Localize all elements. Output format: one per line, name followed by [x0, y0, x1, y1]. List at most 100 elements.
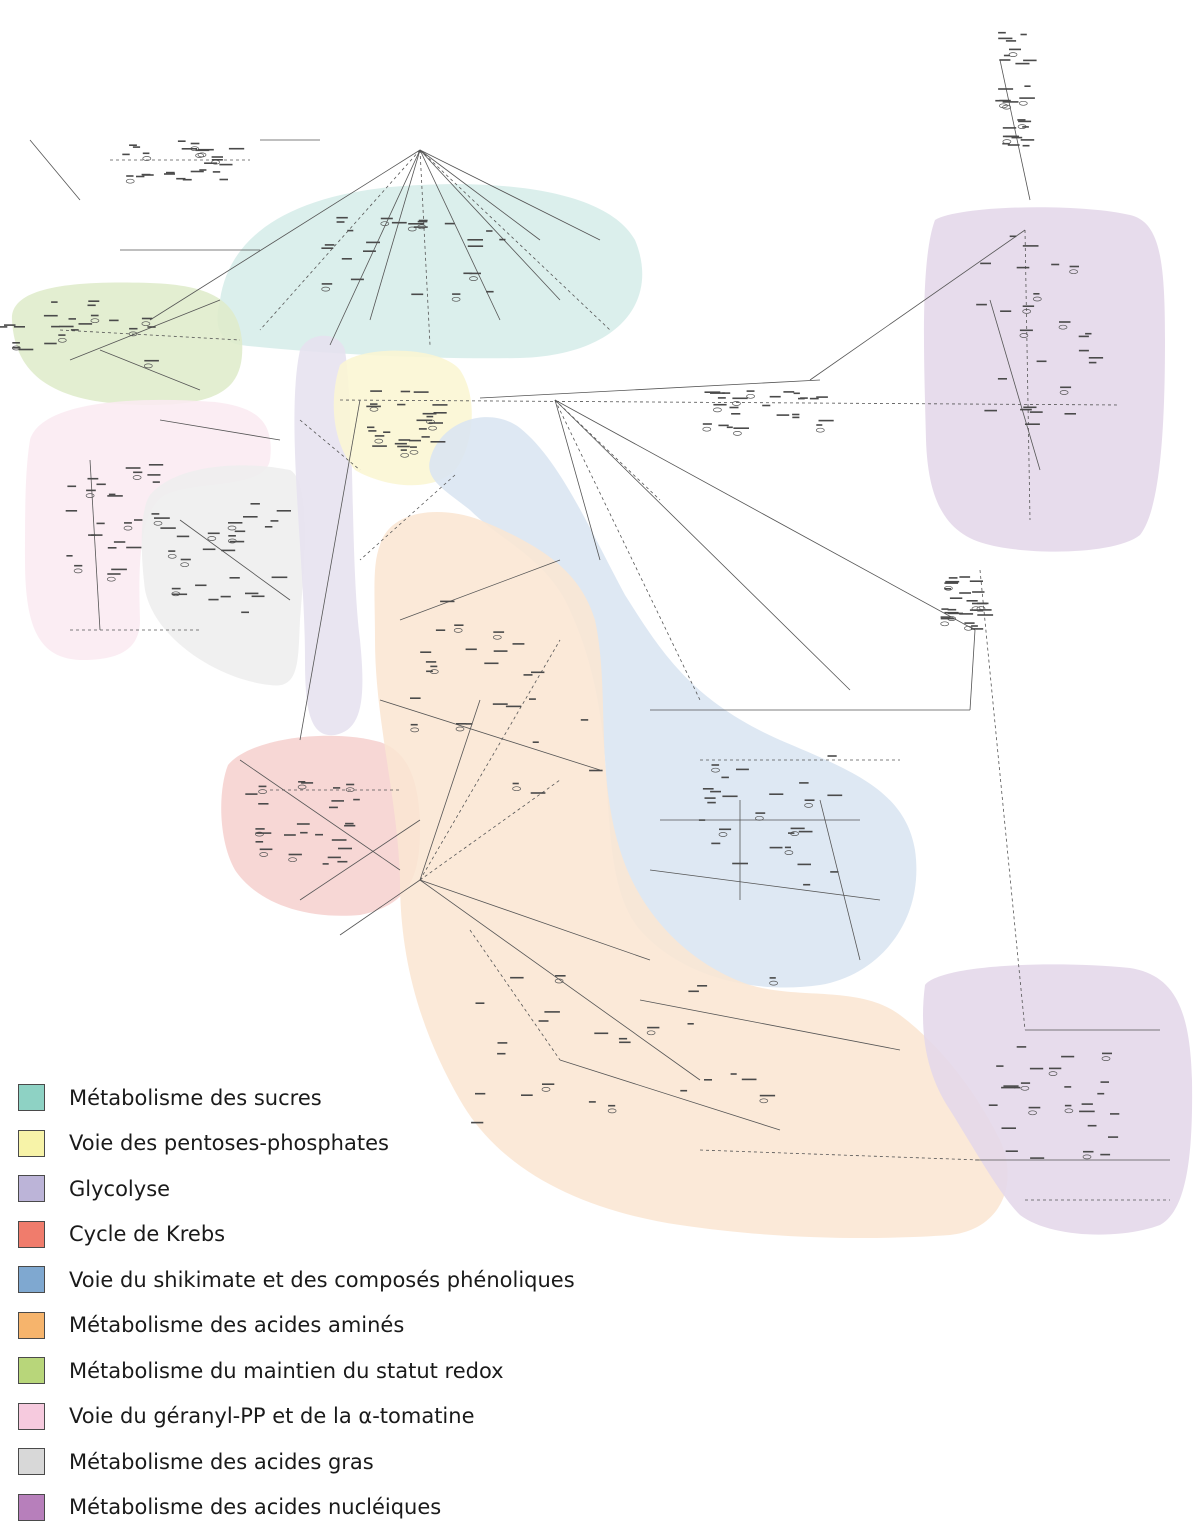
legend-label-pentose: Voie des pentoses-phosphates [69, 1131, 389, 1155]
metabolite-node [109, 320, 119, 322]
metabolite-node [1023, 245, 1039, 247]
pathway-edge [30, 140, 80, 200]
metabolite-node [107, 573, 120, 575]
metabolite-node [88, 534, 95, 536]
metabolite-node [524, 674, 533, 676]
metabolite-node [970, 580, 983, 582]
metabolite-node [998, 378, 1007, 380]
legend-item-fatty: Métabolisme des acides gras [18, 1439, 718, 1485]
metabolite-node [1079, 350, 1089, 352]
metabolite-node [770, 847, 783, 849]
metabolite-node [794, 393, 800, 395]
region-nucleic [924, 207, 1165, 551]
metabolite-node [418, 221, 428, 223]
enzyme-node [126, 179, 134, 183]
metabolite-node [258, 803, 268, 805]
metabolite-node [800, 397, 808, 399]
metabolite-node [945, 581, 959, 583]
metabolite-node [195, 585, 206, 587]
legend-label-amino: Métabolisme des acides aminés [69, 1313, 404, 1337]
metabolite-node [172, 594, 187, 596]
metabolite-node [129, 328, 137, 330]
metabolite-node [941, 618, 954, 620]
metabolite-node [229, 148, 244, 150]
metabolite-node [1065, 1105, 1072, 1107]
legend-label-fatty: Métabolisme des acides gras [69, 1450, 374, 1474]
metabolite-node [1009, 49, 1021, 51]
metabolite-node [827, 795, 842, 797]
metabolite-node [1079, 1111, 1095, 1113]
metabolite-node [345, 823, 354, 825]
metabolite-node [1019, 97, 1035, 99]
metabolite-node [133, 146, 140, 148]
metabolite-node [722, 796, 737, 798]
metabolite-node [51, 301, 58, 303]
metabolite-node [972, 591, 984, 593]
enzyme-node [733, 431, 741, 435]
metabolite-node [122, 154, 129, 156]
metabolite-node [74, 565, 82, 567]
metabolite-node [944, 588, 951, 590]
metabolite-node [476, 1002, 485, 1004]
metabolite-node [647, 1027, 659, 1029]
metabolite-node [256, 832, 272, 834]
metabolite-node [456, 723, 466, 725]
metabolite-node [12, 342, 20, 344]
pathway-edge [970, 630, 975, 710]
metabolite-node [142, 318, 152, 320]
legend-label-shikimate: Voie du shikimate et des composés phénol… [69, 1268, 575, 1292]
metabolite-node [172, 588, 181, 590]
metabolite-node [959, 576, 970, 578]
metabolite-node [1023, 60, 1037, 62]
metabolite-node [67, 486, 76, 488]
metabolite-node [959, 613, 973, 615]
legend-label-redox: Métabolisme du maintien du statut redox [69, 1359, 504, 1383]
legend-item-pentose: Voie des pentoses-phosphates [18, 1121, 718, 1167]
metabolite-node [1023, 305, 1034, 307]
metabolite-node [619, 1038, 627, 1040]
enzyme-node [703, 427, 711, 431]
metabolite-node [971, 628, 983, 630]
metabolite-node [203, 549, 216, 551]
metabolite-node [721, 777, 729, 779]
metabolite-node [976, 304, 987, 306]
metabolite-node [431, 441, 446, 443]
enzyme-node [1019, 101, 1027, 105]
metabolite-node [153, 481, 160, 483]
metabolite-node [136, 176, 144, 178]
metabolite-node [699, 819, 705, 821]
metabolite-node [1101, 1081, 1110, 1083]
metabolite-node [255, 828, 264, 830]
metabolite-node [484, 663, 498, 665]
metabolite-node [332, 839, 347, 841]
metabolite-node [710, 791, 721, 793]
metabolite-node [466, 649, 477, 651]
metabolite-node [241, 612, 249, 614]
metabolite-node [1061, 1056, 1074, 1058]
metabolite-node [212, 159, 223, 161]
metabolite-node [44, 315, 58, 317]
metabolite-node [788, 832, 794, 834]
legend-item-glycolysis: Glycolyse [18, 1166, 718, 1212]
metabolite-node [147, 474, 160, 476]
metabolite-node [944, 582, 958, 584]
metabolite-node [531, 672, 544, 674]
metabolite-node [493, 631, 504, 633]
metabolite-node [71, 329, 79, 331]
metabolite-node [697, 985, 707, 987]
metabolite-node [411, 294, 423, 296]
metabolite-node [51, 326, 60, 328]
metabolite-node [1097, 1093, 1104, 1095]
metabolite-node [410, 697, 421, 699]
metabolite-node [1021, 34, 1027, 36]
metabolite-node [256, 841, 264, 843]
legend-swatch-krebs [18, 1221, 45, 1248]
metabolite-node [383, 431, 390, 433]
metabolite-node [1003, 136, 1016, 138]
region-sugars [217, 184, 642, 358]
metabolite-node [419, 428, 427, 430]
metabolite-node [164, 173, 175, 175]
metabolite-node [995, 100, 1009, 102]
metabolite-node [816, 396, 828, 398]
metabolite-node [88, 305, 96, 307]
